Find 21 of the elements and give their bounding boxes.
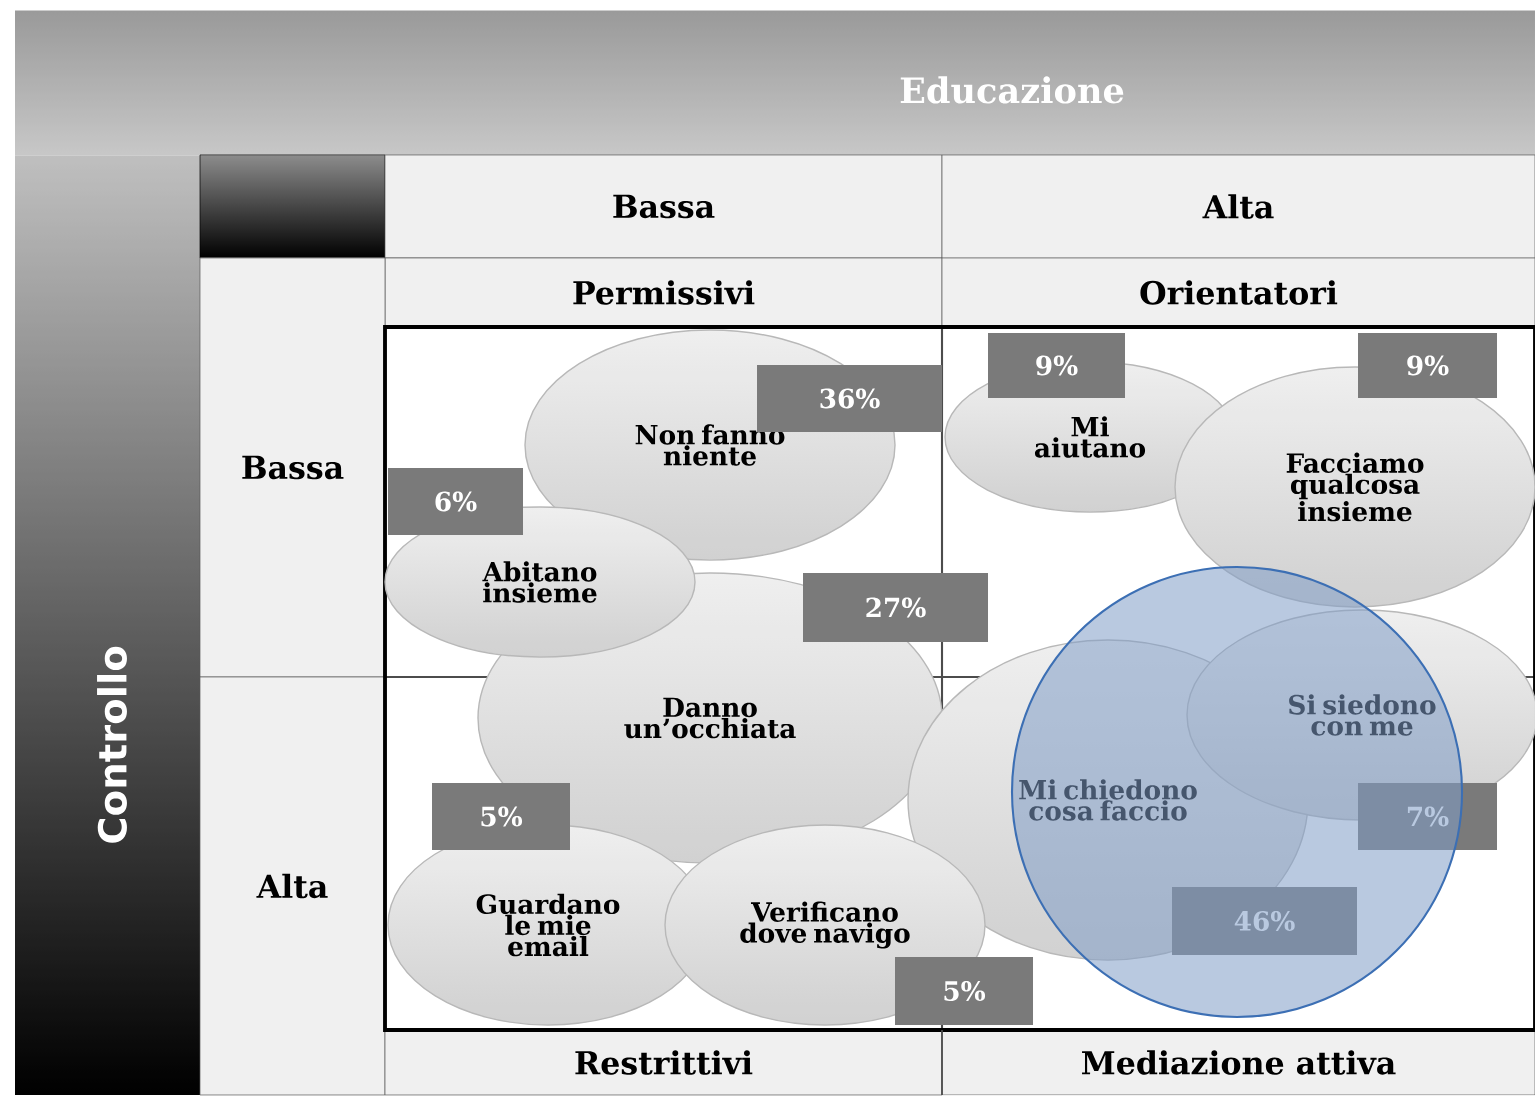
percent-box: 27% [803, 573, 988, 642]
percent-box: 5% [895, 957, 1033, 1025]
percent-box: 9% [988, 333, 1125, 398]
node-label: Mediazione attiva [1082, 1050, 1396, 1075]
percent-box: 6% [388, 468, 523, 535]
column-header: Restrittivi [384, 1029, 943, 1096]
axis-title: Educazione [900, 76, 1124, 104]
percent-box: 7% [1358, 783, 1497, 850]
column-header: Alta [941, 154, 1535, 259]
highlight-circle [1010, 565, 1464, 1019]
percent-box: 36% [757, 365, 942, 432]
axis-title: Controllo [97, 646, 127, 843]
column-header: Mediazione attiva [941, 1029, 1535, 1096]
column-header: Bassa [384, 154, 943, 259]
node-label: Alta [1202, 194, 1274, 219]
percent-box: 9% [1358, 333, 1497, 398]
row-header: Alta [199, 676, 386, 1096]
column-header: Orientatori [941, 257, 1535, 328]
column-header: Permissivi [384, 257, 943, 328]
row-header: Bassa [199, 257, 386, 678]
percent-box: 5% [432, 783, 570, 850]
